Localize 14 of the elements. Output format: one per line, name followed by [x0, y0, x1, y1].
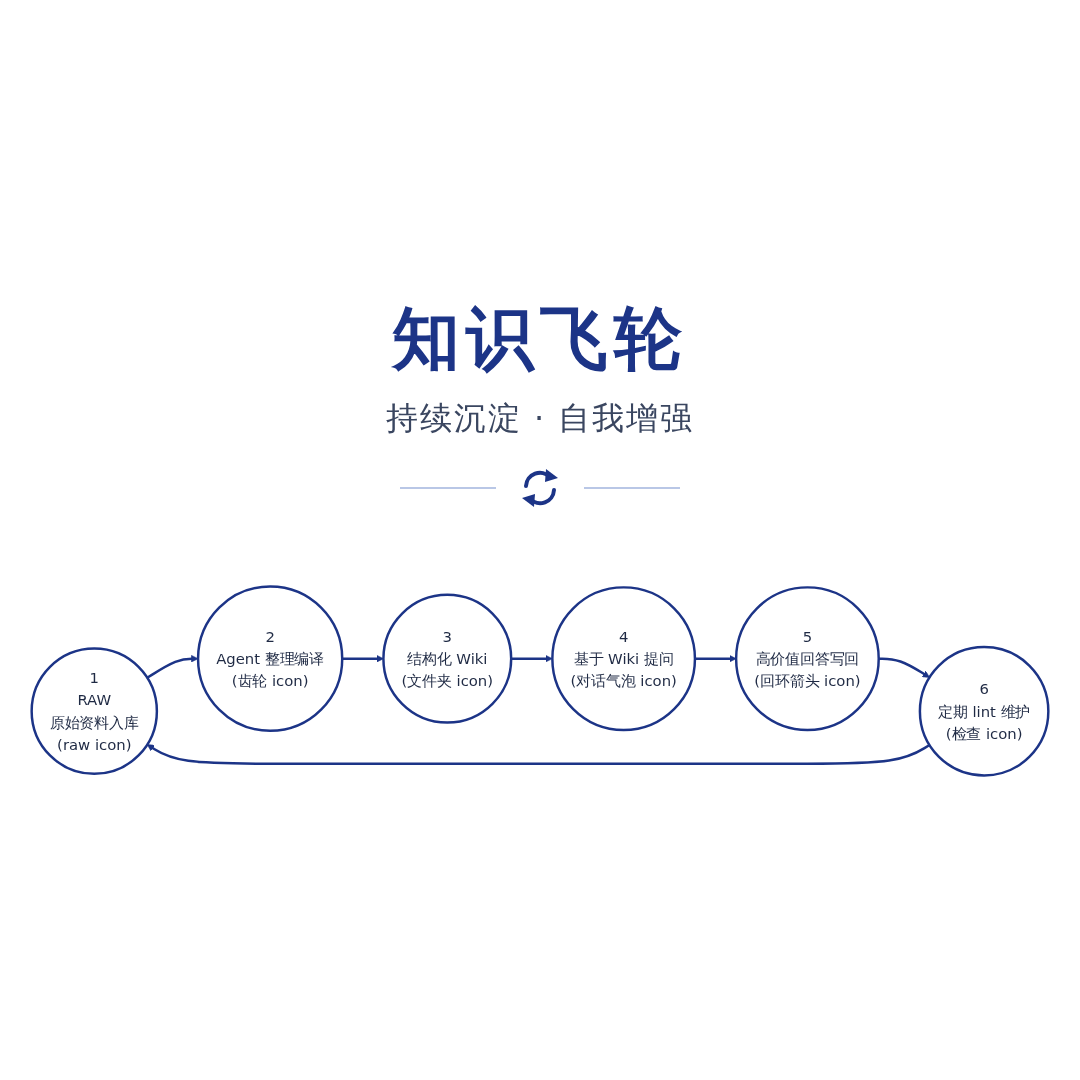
arrow — [511, 654, 553, 662]
title: 知识飞轮 — [392, 298, 688, 380]
arrow — [146, 743, 931, 765]
node-circle: 3 结构化 Wiki (文件夹 icon) — [382, 593, 513, 724]
node-circle: 6 定期 lint 维护 (检查 icon) — [918, 645, 1050, 777]
node-circle: 4 基于 Wiki 提问 (对话气泡 icon) — [551, 585, 697, 731]
arrow — [694, 654, 737, 662]
node-circle: 2 Agent 整理编译 (齿轮 icon) — [196, 584, 344, 732]
arrow — [342, 654, 384, 662]
node-circle: 5 高价值回答写回 (回环箭头 icon) — [734, 585, 880, 731]
node-circle: 1 RAW 原始资料入库 (raw icon) — [30, 646, 159, 775]
arrow — [878, 657, 930, 678]
arrow — [146, 654, 199, 679]
tagline: 持续沉淀 · 自我增强 — [385, 398, 695, 439]
